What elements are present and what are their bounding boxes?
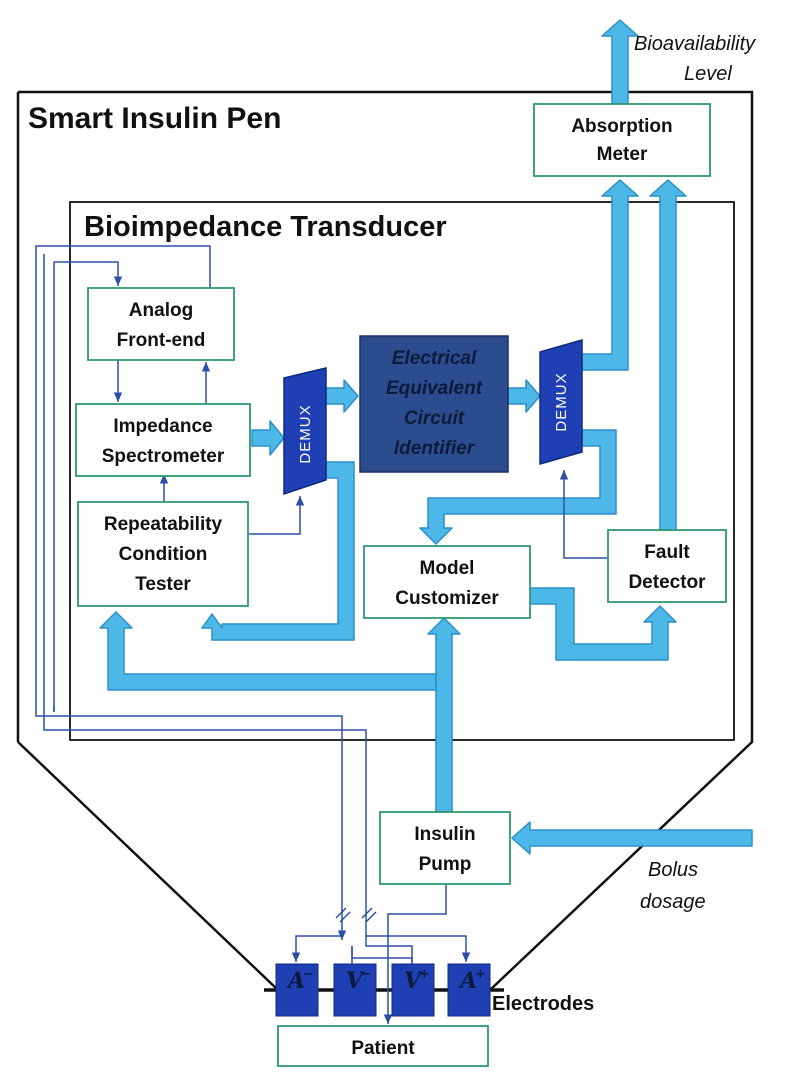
absorption-meter-line2: Meter [597, 144, 648, 165]
electrode-connections [351, 946, 413, 962]
fault-line2: Detector [628, 572, 706, 593]
electrode-a-plus [447, 963, 491, 1017]
electrode-4-letter: A [458, 968, 477, 994]
thin-lines [35, 245, 608, 1024]
left-demux: DEMUX [283, 367, 327, 496]
spectrometer-line2: Spectrometer [102, 446, 225, 467]
electrode-v-minus [333, 963, 377, 1017]
electrode-3-sup: + [419, 967, 430, 982]
transducer-title: Bioimpedance Transducer [84, 211, 447, 243]
customizer-to-fault-arrow [529, 587, 677, 661]
bioavailability-line2: Level [684, 63, 732, 85]
electrode-a-minus [275, 963, 319, 1017]
pump-to-customizer-arrow [427, 617, 461, 813]
fault-detector-block: Fault Detector [607, 529, 727, 603]
spectrometer-to-demux-arrow [251, 420, 285, 456]
insulin-pump-block: Insulin Pump [379, 811, 511, 885]
eec-identifier-block: Electrical Equivalent Circuit Identifier [359, 335, 509, 473]
fault-line1: Fault [644, 542, 690, 563]
spectrometer-line1: Impedance [113, 416, 212, 437]
electrode-2-sup: − [361, 967, 372, 982]
demux-to-absorption-arrow [581, 179, 639, 371]
afe-line1: Analog [129, 300, 193, 321]
eec-line1: Electrical [392, 348, 477, 369]
pump-line2: Pump [419, 854, 472, 875]
smart-pen-title: Smart Insulin Pen [28, 102, 281, 135]
tester-line1: Repeatability [104, 514, 223, 535]
tester-line3: Tester [135, 574, 191, 595]
pump-line1: Insulin [414, 824, 475, 845]
demux-to-eec-arrow [325, 379, 359, 413]
bioavailability-line1: Bioavailability [634, 33, 756, 55]
eec-line2: Equivalent [386, 378, 483, 399]
electrode-1-letter: A [286, 968, 305, 994]
electrode-2-letter: V [346, 968, 365, 994]
left-demux-label: DEMUX [297, 404, 314, 463]
electrodes-label: Electrodes [492, 993, 594, 1015]
bolus-input-arrow [511, 821, 753, 855]
right-demux: DEMUX [539, 339, 583, 465]
customizer-line2: Customizer [395, 588, 499, 609]
absorption-meter-block: Absorption Meter [533, 103, 711, 177]
demux-down-bus-arrow [201, 461, 355, 641]
tester-line2: Condition [119, 544, 208, 565]
electrode-v-plus [391, 963, 435, 1017]
electrode-4-sup: + [475, 967, 486, 982]
absorption-meter-line1: Absorption [571, 116, 672, 137]
impedance-spectrometer-block: Impedance Spectrometer [75, 403, 251, 477]
electrode-array: A − V − V + A + [275, 963, 491, 1017]
bolus-line1: Bolus [648, 859, 698, 881]
bioavailability-arrow [601, 19, 639, 105]
demux-to-customizer-arrow [419, 429, 617, 545]
thick-arrows [99, 19, 753, 855]
afe-line2: Front-end [117, 330, 206, 351]
electrode-3-letter: V [404, 968, 423, 994]
eec-to-demux-arrow [507, 379, 541, 413]
electrode-1-sup: − [303, 967, 314, 982]
customizer-line1: Model [420, 558, 475, 579]
fault-to-absorption-arrow [649, 179, 687, 531]
right-demux-label: DEMUX [553, 372, 570, 431]
transducer-box [69, 201, 735, 741]
eec-line4: Identifier [394, 438, 476, 459]
eec-line3: Circuit [404, 408, 465, 429]
repeatability-tester-block: Repeatability Condition Tester [77, 501, 249, 607]
break-marks [335, 907, 377, 923]
analog-front-end-block: Analog Front-end [87, 287, 235, 361]
patient-block: Patient [277, 1025, 489, 1067]
model-customizer-block: Model Customizer [363, 545, 531, 619]
bolus-line2: dosage [640, 891, 706, 913]
patient-label: Patient [351, 1038, 415, 1059]
